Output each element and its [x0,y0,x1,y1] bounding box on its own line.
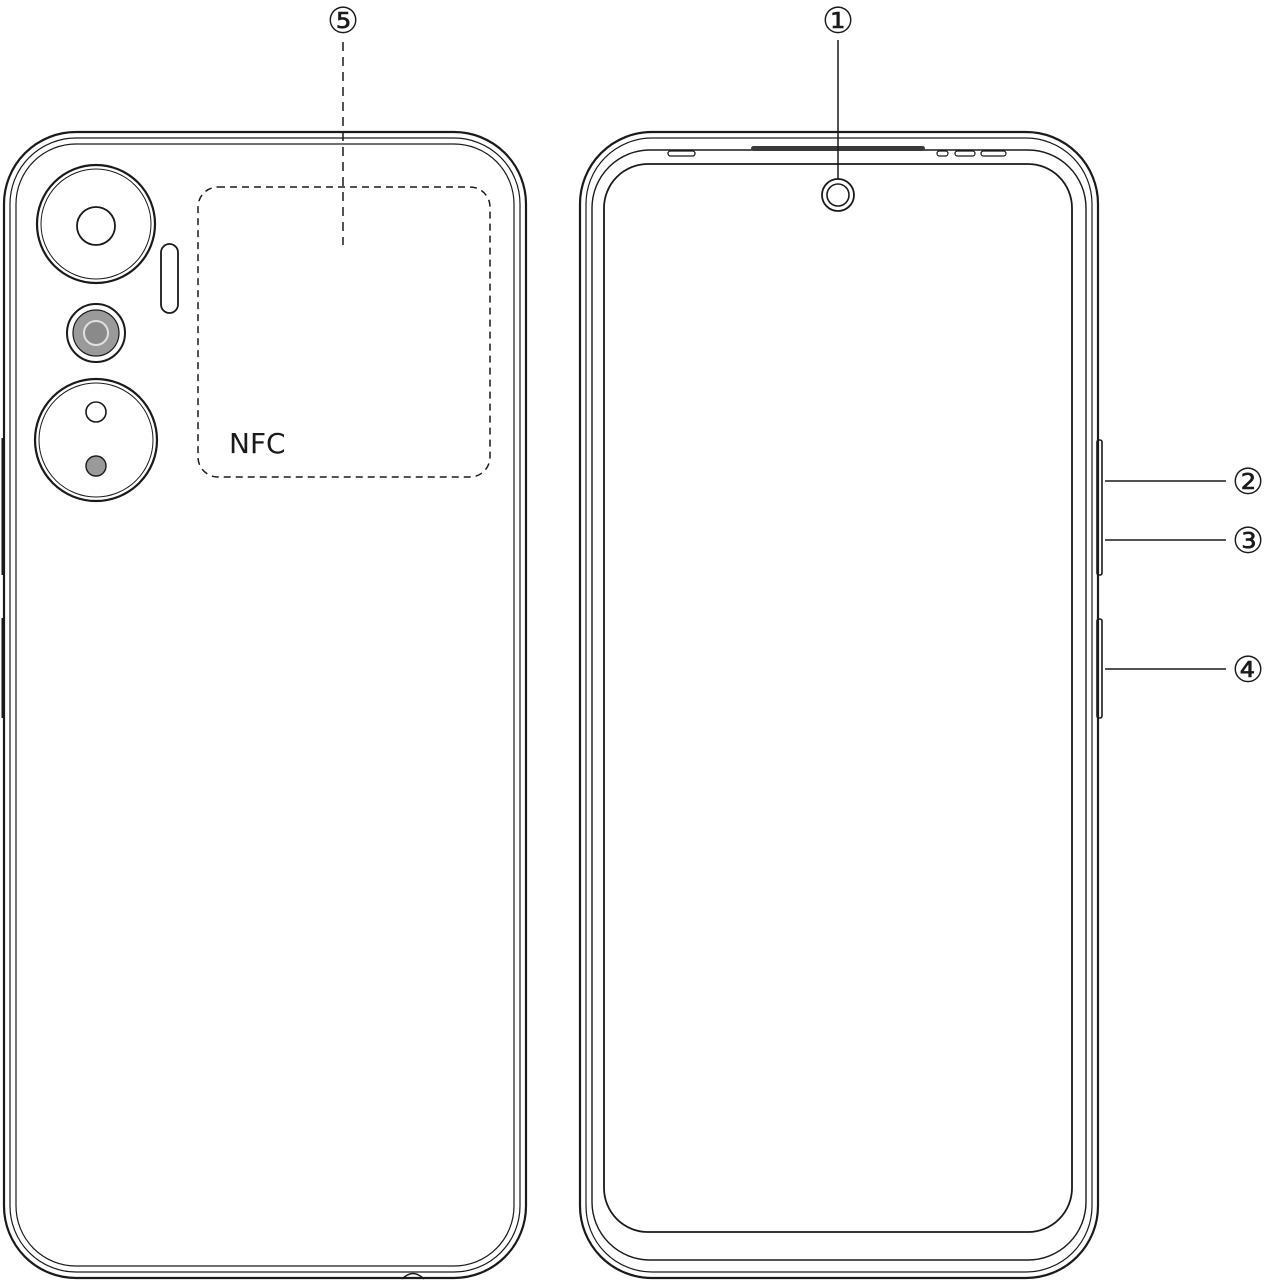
front-frame-line-2 [585,137,1093,1273]
front-outer-frame [578,130,1100,1280]
proximity-sensor-1 [954,150,976,157]
power-key [1096,618,1103,719]
callout-3-marker: ③ [1232,521,1264,562]
depth-camera-lens [85,401,107,423]
main-camera-ring-inner [40,168,152,280]
bottom-port [401,1272,425,1280]
nfc-label: NFC [229,427,286,460]
back-frame-line-2 [9,137,521,1273]
volume-key [1096,439,1103,576]
depth-camera-ring-inner [38,382,154,498]
callout-2-marker: ② [1232,462,1264,503]
light-sensor [936,150,949,157]
back-outer-frame [2,130,528,1280]
phone-front-view: ① ② ③ ④ [578,1,1264,1280]
secondary-lens-core [83,320,109,346]
front-camera-lens [826,183,850,207]
back-frame-line-3 [15,143,515,1267]
secondary-lens-ring [66,303,126,363]
callout-5-marker: ⑤ [327,1,359,42]
nfc-area [197,186,491,478]
depth-camera-ring [33,377,159,503]
phone-back-view: NFC ⑤ [1,1,528,1280]
callout-4-marker: ④ [1232,650,1264,691]
front-bezel [591,149,1087,1261]
main-camera-ring [35,163,157,285]
top-mic-slot [667,150,696,157]
front-screen [603,163,1073,1233]
macro-camera-lens [85,455,107,477]
callout-1-marker: ① [822,1,854,42]
main-camera-lens [76,206,116,246]
flash-icon [160,243,179,314]
proximity-sensor-2 [980,150,1007,157]
